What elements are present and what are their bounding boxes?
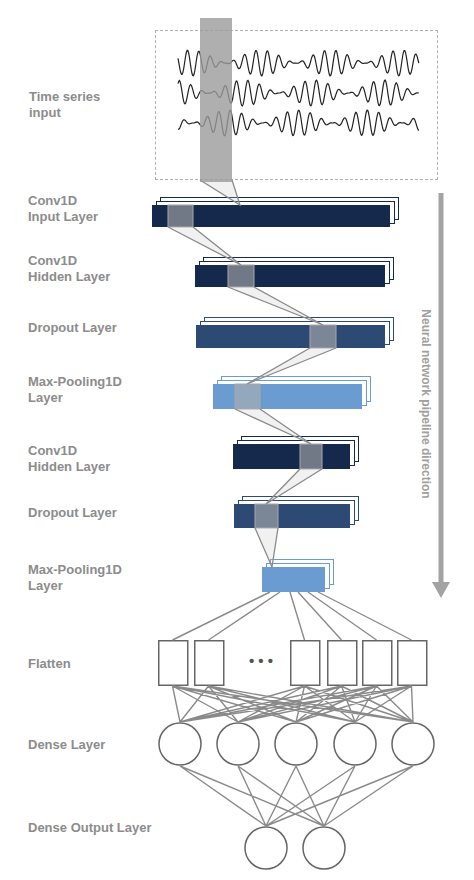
feature-map-front: [152, 205, 390, 227]
neuron: [334, 723, 376, 765]
feature-map-back: [242, 437, 359, 462]
feature-map-front: [233, 444, 350, 469]
receptive-field-lines: [266, 469, 322, 504]
neurons: [244, 826, 346, 870]
layer-stack: Conv1D Hidden Layer: [233, 444, 350, 469]
neuron-row: Dense Layer: [158, 722, 434, 766]
dense-connections: [173, 686, 414, 722]
feature-map-front: [213, 384, 362, 409]
layer-label: Max-Pooling1D Layer: [28, 374, 133, 406]
feature-map-stack: [195, 257, 393, 287]
kernel-window: [228, 265, 254, 287]
feature-map-front: [195, 265, 385, 287]
flatten-cell: [328, 641, 357, 686]
dense-connections: [180, 766, 413, 826]
feature-map-middle: [218, 381, 367, 406]
feature-map-middle: [238, 441, 355, 466]
sliding-window-bar: [200, 18, 232, 182]
feature-map-front: [262, 567, 325, 592]
layer-stack: Max-Pooling1D Layer: [262, 567, 325, 592]
feature-map-front: [196, 325, 385, 348]
kernel-window: [168, 205, 193, 227]
layer-label: Dropout Layer: [28, 320, 158, 336]
feature-map-middle: [200, 262, 390, 284]
flatten-cell: [398, 641, 427, 686]
receptive-field-lines: [168, 227, 241, 265]
layer-label: Dense Layer: [28, 737, 148, 753]
neuron: [303, 827, 345, 869]
layer-stack: Max-Pooling1D Layer: [213, 384, 362, 409]
flatten-row: Flatten: [158, 640, 428, 686]
feature-map-back: [271, 560, 334, 585]
receptive-field-lines: [247, 348, 336, 384]
layer-stack: Dropout Layer: [196, 325, 385, 348]
kernel-window: [255, 504, 278, 528]
waveform: [178, 80, 419, 106]
layer-label: Dense Output Layer: [28, 820, 188, 836]
neuron: [217, 723, 259, 765]
flatten-cell: [159, 641, 188, 686]
kernel-window: [300, 444, 322, 469]
feature-map-stack: [213, 376, 370, 409]
receptive-field-lines: [235, 409, 311, 444]
pipeline-arrow-shaft: [439, 193, 444, 584]
feature-map-middle: [267, 564, 330, 589]
neuron: [245, 827, 287, 869]
layer-label: Dropout Layer: [28, 505, 158, 521]
layer-stack: Dropout Layer: [234, 504, 350, 528]
flatten-cell: [291, 641, 320, 686]
feature-map-middle: [201, 322, 390, 345]
neurons: [158, 722, 434, 766]
feature-map-middle: [157, 202, 395, 224]
feature-map-back: [161, 198, 399, 220]
kernel-window: [235, 384, 260, 409]
waveform-plot: [156, 31, 439, 181]
flatten-cells: [158, 640, 428, 686]
neuron: [159, 723, 201, 765]
feature-map-back: [204, 258, 394, 280]
feature-map-stack: [233, 436, 358, 469]
neuron-row: Dense Output Layer: [244, 826, 346, 870]
feature-map-stack: [234, 496, 358, 528]
ellipsis-mark: • • •: [244, 653, 278, 669]
feature-map-stack: [152, 197, 398, 227]
kernel-window: [310, 325, 336, 348]
layer-label: Flatten: [28, 656, 148, 672]
layer-label: Max-Pooling1D Layer: [28, 562, 133, 594]
layer-label: Time series input: [29, 89, 114, 121]
waveform: [178, 50, 419, 75]
time-series-box: Time series input: [155, 30, 438, 180]
neuron: [275, 723, 317, 765]
layer-label: Conv1D Hidden Layer: [28, 253, 118, 285]
feature-map-back: [222, 377, 371, 402]
feature-map-front: [234, 504, 350, 528]
waveform: [178, 110, 419, 135]
receptive-field-lines: [200, 180, 240, 205]
layer-stack: Conv1D Hidden Layer: [195, 265, 385, 287]
layer-label: Conv1D Input Layer: [28, 193, 108, 225]
layer-label: Conv1D Hidden Layer: [28, 443, 118, 475]
flatten-cell: [195, 641, 224, 686]
dense-connections: [173, 592, 412, 640]
neuron: [392, 723, 434, 765]
pipeline-arrow-head: [432, 582, 450, 598]
layer-stack: Conv1D Input Layer: [152, 205, 390, 227]
feature-map-back: [243, 497, 359, 521]
direction-label: Neural network pipeline direction: [418, 294, 434, 514]
feature-map-stack: [262, 559, 333, 592]
flatten-cell: [363, 641, 392, 686]
receptive-field-lines: [228, 287, 323, 325]
feature-map-stack: [196, 317, 393, 348]
feature-map-back: [205, 318, 394, 341]
feature-map-middle: [239, 501, 355, 525]
receptive-field-lines: [255, 528, 278, 567]
